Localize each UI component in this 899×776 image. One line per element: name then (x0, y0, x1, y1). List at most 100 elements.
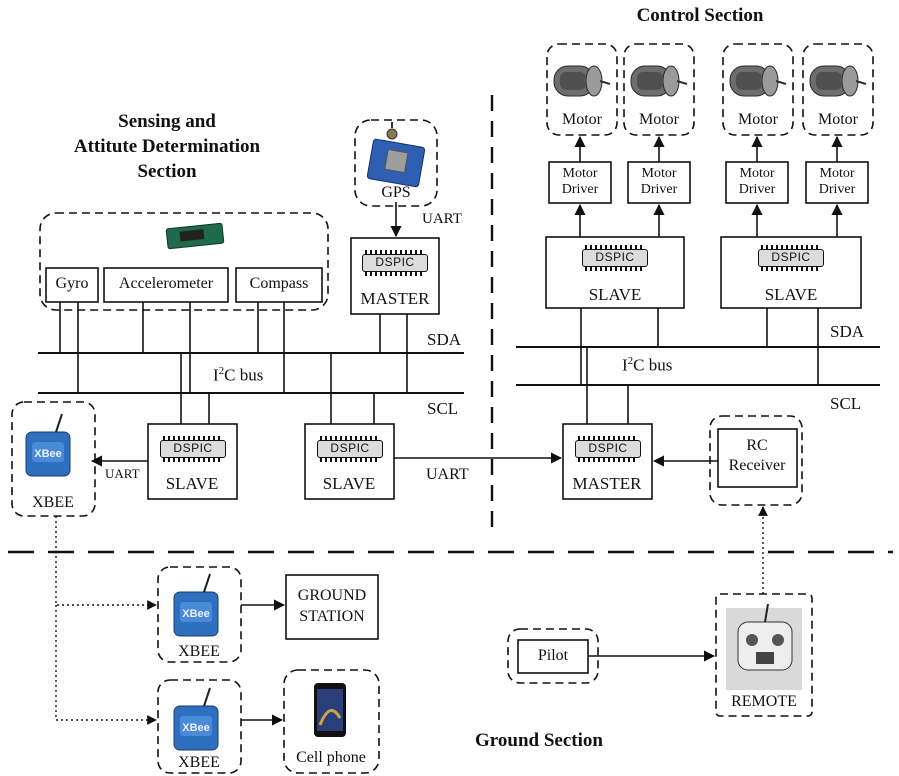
motor-driver-line: Motor (641, 166, 677, 181)
motor-driver-line: Motor (739, 166, 775, 181)
dspic-chip: DSPIC (575, 436, 641, 462)
rc-receiver-label: RC Receiver (729, 436, 786, 476)
brushless-motor-icon (630, 65, 688, 97)
remote-border (715, 593, 813, 717)
dspic-chip: DSPIC (317, 436, 383, 462)
gyro-box (45, 267, 99, 303)
i2c-suffix: C bus (224, 365, 264, 385)
dspic-chip: DSPIC (758, 245, 824, 271)
dashed-groups (11, 43, 874, 774)
brushless-motor-icon (809, 65, 867, 97)
uart-label: UART (426, 466, 469, 483)
control-section-title: Control Section (636, 5, 764, 26)
dspic-chip: DSPIC (160, 436, 226, 462)
gps-uart-label: UART (422, 211, 462, 227)
motor-driver-line: Driver (738, 182, 776, 198)
motor-driver-box-4 (805, 161, 869, 204)
scl-label: SCL (427, 399, 459, 418)
xbee-module-icon (173, 573, 219, 637)
dspic-chip: DSPIC (582, 245, 648, 271)
motor-border-3 (722, 43, 794, 136)
rc-receiver-line: Receiver (728, 457, 786, 474)
brushless-motor-icon (729, 65, 787, 97)
sda-label: SDA (427, 330, 462, 349)
slave-box-control-1 (545, 236, 685, 309)
compass-label: Compass (249, 275, 309, 292)
ground-xbee-border-1 (157, 566, 242, 663)
uart-label: UART (105, 466, 140, 481)
arrows (90, 135, 843, 726)
ground-station-line: STATION (299, 607, 365, 625)
sda-label: SDA (830, 322, 865, 341)
xbee-module-icon (25, 413, 71, 477)
motor-driver-line: Driver (561, 182, 599, 198)
buses (38, 346, 880, 394)
slave-label: SLAVE (322, 474, 376, 493)
sensing-title-line: Attitute Determination (73, 136, 261, 158)
motor-driver-line: Driver (818, 182, 856, 198)
i2c-superscript: 2 (627, 355, 634, 367)
compass-box (235, 267, 323, 303)
gps-label: GPS (381, 184, 411, 201)
pilot-label: Pilot (537, 647, 569, 664)
xbee-module-icon (173, 687, 219, 751)
dspic-chip: DSPIC (362, 250, 428, 276)
pilot-border (507, 628, 599, 684)
slave-label: SLAVE (764, 285, 818, 304)
motor-driver-line: Motor (562, 166, 598, 181)
rc-receiver-line: RC (746, 437, 768, 454)
accelerometer-label: Accelerometer (118, 275, 214, 292)
imu-board-icon (165, 222, 225, 250)
motor-driver-box-3 (725, 161, 789, 204)
rc-receiver-box (717, 428, 798, 488)
motor-driver-line: Driver (640, 182, 678, 198)
xbee-label: XBEE (178, 754, 220, 771)
ground-section-title: Ground Section (475, 730, 603, 751)
xbee-label: XBEE (32, 494, 74, 511)
wireless-links (55, 506, 768, 725)
bus-taps (59, 302, 819, 424)
accelerometer-box (103, 267, 229, 303)
sensing-section-title: Sensing and Attitute Determination Secti… (74, 109, 260, 184)
motor-label: Motor (818, 111, 858, 128)
gps-module-icon (366, 122, 426, 188)
brushless-motor-icon (553, 65, 611, 97)
motor-border-2 (623, 43, 695, 136)
sensing-title-line: Sensing and (118, 111, 216, 132)
cellphone-label: Cell phone (296, 749, 366, 766)
i2c-prefix: I (213, 365, 219, 385)
i2c-prefix: I (622, 355, 628, 375)
slave-label: SLAVE (165, 474, 219, 493)
xbee-label: XBEE (178, 643, 220, 660)
i2c-bus-label: I2C bus (213, 366, 263, 384)
remote-label: REMOTE (731, 693, 797, 710)
motor-driver-line: Motor (819, 166, 855, 181)
motor-label: Motor (562, 111, 602, 128)
motor-border-4 (802, 43, 874, 136)
slave-label: SLAVE (588, 285, 642, 304)
pilot-box (517, 639, 589, 674)
rc-transmitter-icon (726, 603, 802, 690)
ground-xbee-border-2 (157, 679, 242, 774)
motor-border-1 (546, 43, 618, 136)
ground-station-box (285, 574, 379, 640)
master-label: MASTER (572, 474, 642, 493)
motor-label: Motor (639, 111, 679, 128)
motor-driver-box-2 (627, 161, 691, 204)
motor-label: Motor (738, 111, 778, 128)
sensing-title-line: Section (137, 161, 197, 183)
i2c-superscript: 2 (218, 365, 225, 377)
sensor-group-border (39, 212, 329, 311)
master-label: MASTER (360, 289, 430, 308)
i2c-suffix: C bus (633, 355, 673, 375)
smartphone-icon (314, 683, 346, 737)
scl-label: SCL (830, 394, 862, 413)
i2c-bus-label: I2C bus (622, 356, 672, 374)
motor-driver-box-1 (548, 161, 612, 204)
